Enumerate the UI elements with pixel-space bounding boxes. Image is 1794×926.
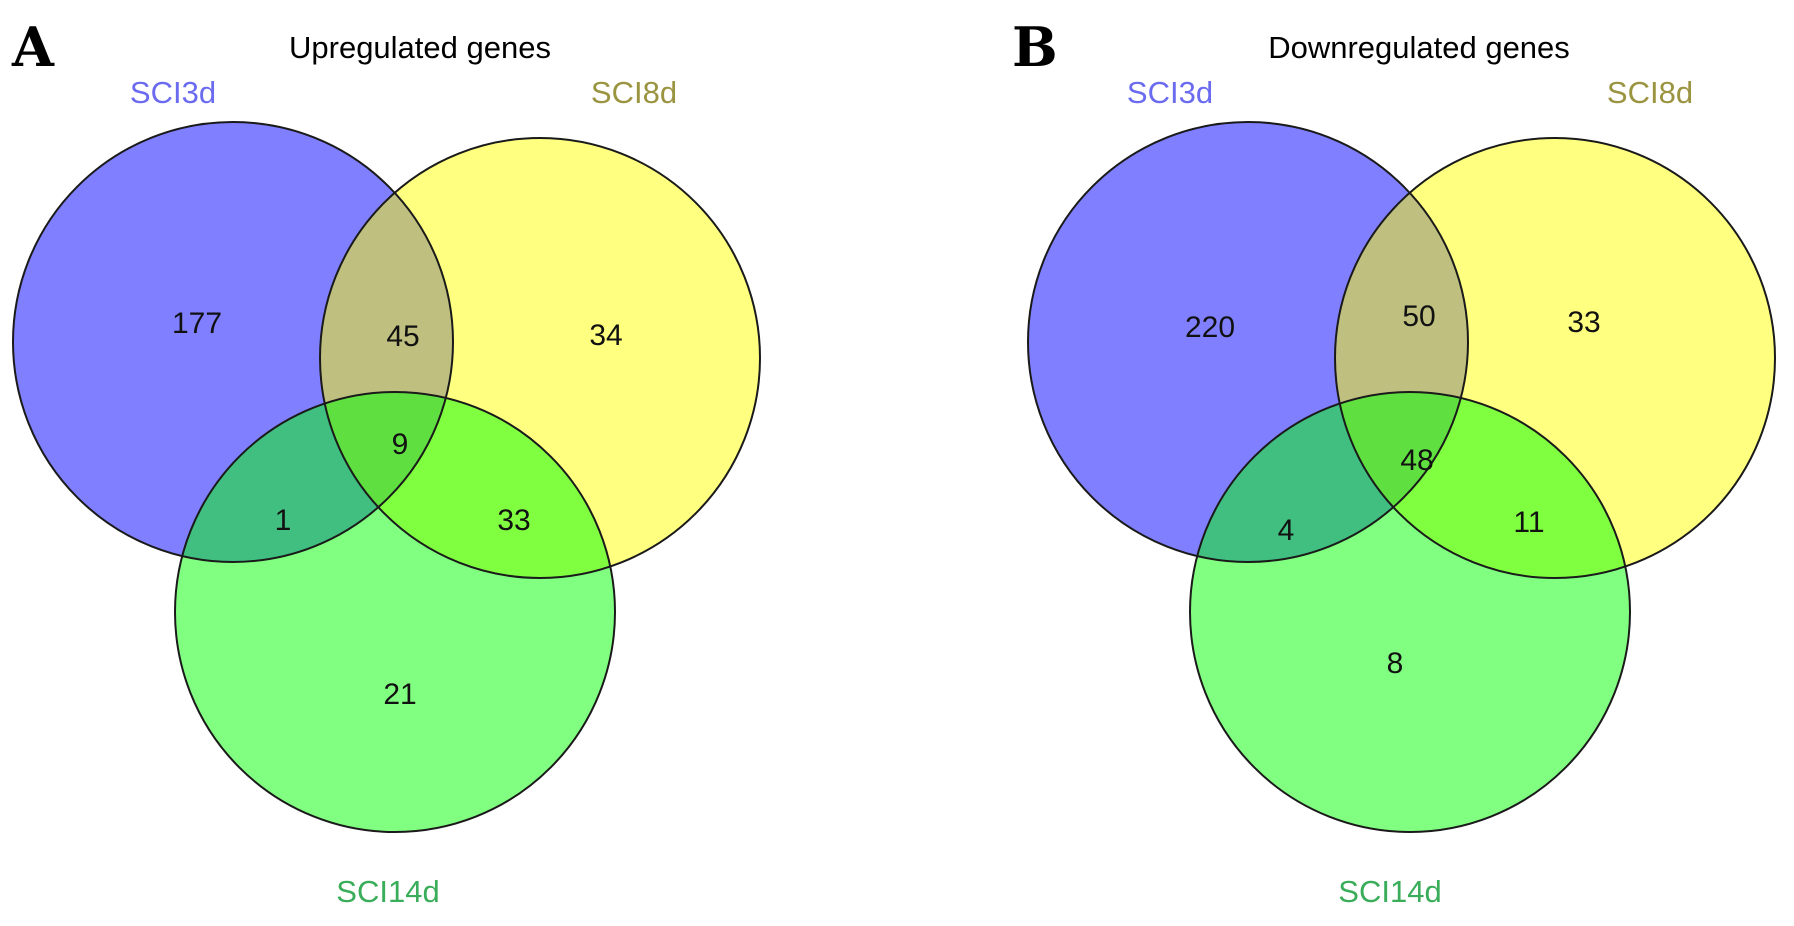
count-sci8d-only: 33 <box>1567 306 1600 339</box>
panel-letter-a: A <box>11 15 55 79</box>
count-all-three: 9 <box>392 428 409 461</box>
count-sci14d-only: 8 <box>1387 647 1404 680</box>
set-label-sci8d: SCI8d <box>1607 75 1693 110</box>
region-sci8d-sci14d <box>320 392 615 578</box>
panel-letter-b: B <box>1012 15 1058 79</box>
venn-diagram-a <box>12 121 761 833</box>
panel-title-b: Downregulated genes <box>1268 30 1570 65</box>
panel-a: A Upregulated genes <box>11 15 761 909</box>
outline-sci8d <box>319 137 761 579</box>
region-sci3d-sci14d <box>1190 392 1468 562</box>
region-sci3d-sci14d <box>175 392 453 562</box>
count-sci8d-sci14d: 33 <box>497 504 530 537</box>
set-label-sci14d: SCI14d <box>336 874 439 909</box>
set-label-sci14d: SCI14d <box>1338 874 1441 909</box>
outline-sci3d <box>1027 121 1469 563</box>
outline-sci8d <box>1334 137 1776 579</box>
count-sci8d-sci14d: 11 <box>1513 506 1544 539</box>
set-label-sci8d: SCI8d <box>591 75 677 110</box>
count-sci3d-only: 177 <box>172 307 222 340</box>
venn-diagram-b <box>1027 121 1776 833</box>
panel-b: B Downregulated genes <box>1012 15 1776 909</box>
outline-sci14d <box>1189 391 1631 833</box>
outline-sci3d <box>12 121 454 563</box>
outline-sci14d <box>174 391 616 833</box>
count-sci3d-only: 220 <box>1185 311 1235 344</box>
panel-title-a: Upregulated genes <box>289 30 551 65</box>
count-sci3d-sci8d: 50 <box>1402 300 1435 333</box>
set-label-sci3d: SCI3d <box>130 75 216 110</box>
count-sci14d-only: 21 <box>383 678 416 711</box>
set-label-sci3d: SCI3d <box>1127 75 1213 110</box>
count-sci8d-only: 34 <box>589 319 622 352</box>
count-sci3d-sci8d: 45 <box>386 320 419 353</box>
count-sci3d-sci14d: 1 <box>275 504 292 537</box>
count-all-three: 48 <box>1400 444 1433 477</box>
region-sci8d-sci14d <box>1335 392 1630 578</box>
count-sci3d-sci14d: 4 <box>1278 514 1295 547</box>
